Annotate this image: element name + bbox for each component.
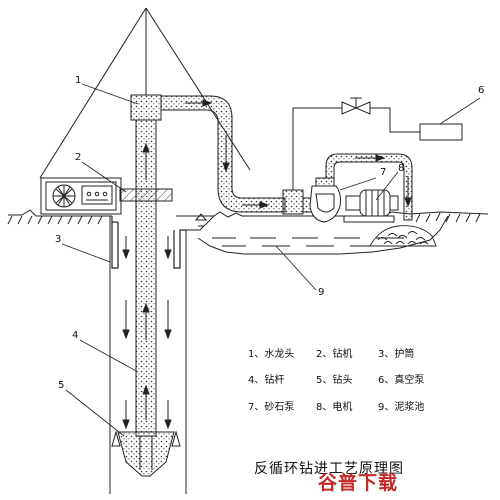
derrick-lines (39, 7, 251, 179)
drilling-rig (40, 177, 122, 215)
vacuum-line (292, 107, 463, 190)
legend-item: 9、泥浆池 (378, 402, 425, 413)
legend-item: 2、钻机 (316, 349, 353, 360)
borehole-walls (109, 216, 187, 494)
callout-6: 6 (478, 85, 485, 96)
callout-4: 4 (72, 330, 79, 341)
legend-item: 6、真空泵 (378, 375, 425, 386)
callout-2: 2 (75, 152, 82, 163)
swivel (130, 94, 162, 121)
diagram-title: 反循环钻进工艺原理图 (254, 461, 404, 477)
sand-gravel-pump (309, 177, 341, 223)
legend-item: 5、钻头 (316, 375, 353, 386)
rotary-table (119, 188, 173, 202)
valve (341, 97, 371, 115)
callout-9: 9 (318, 287, 325, 298)
drill-bit (111, 430, 181, 477)
pipe-connector (282, 189, 304, 215)
callout-5: 5 (58, 380, 65, 391)
pump-outlet-pipe (325, 153, 413, 221)
ground-ticks (7, 212, 481, 225)
legend-item: 7、砂石泵 (248, 402, 295, 413)
gravel-pile (369, 225, 437, 247)
callout-1: 1 (75, 75, 82, 86)
callout-7: 7 (380, 167, 387, 178)
discharge-pipe (160, 95, 286, 213)
motor (343, 189, 399, 223)
callout-3: 3 (55, 234, 62, 245)
callout-8: 8 (398, 163, 405, 174)
watermark-logo: 谷普下载 (318, 472, 399, 494)
casing (111, 216, 186, 269)
leader-lines (61, 83, 481, 437)
legend-item: 3、护筒 (378, 349, 415, 360)
legend-item: 1、水龙头 (248, 349, 295, 360)
flow-arrows (122, 99, 412, 430)
legend-item: 8、电机 (316, 402, 353, 413)
legend-item: 4、钻杆 (248, 375, 285, 386)
